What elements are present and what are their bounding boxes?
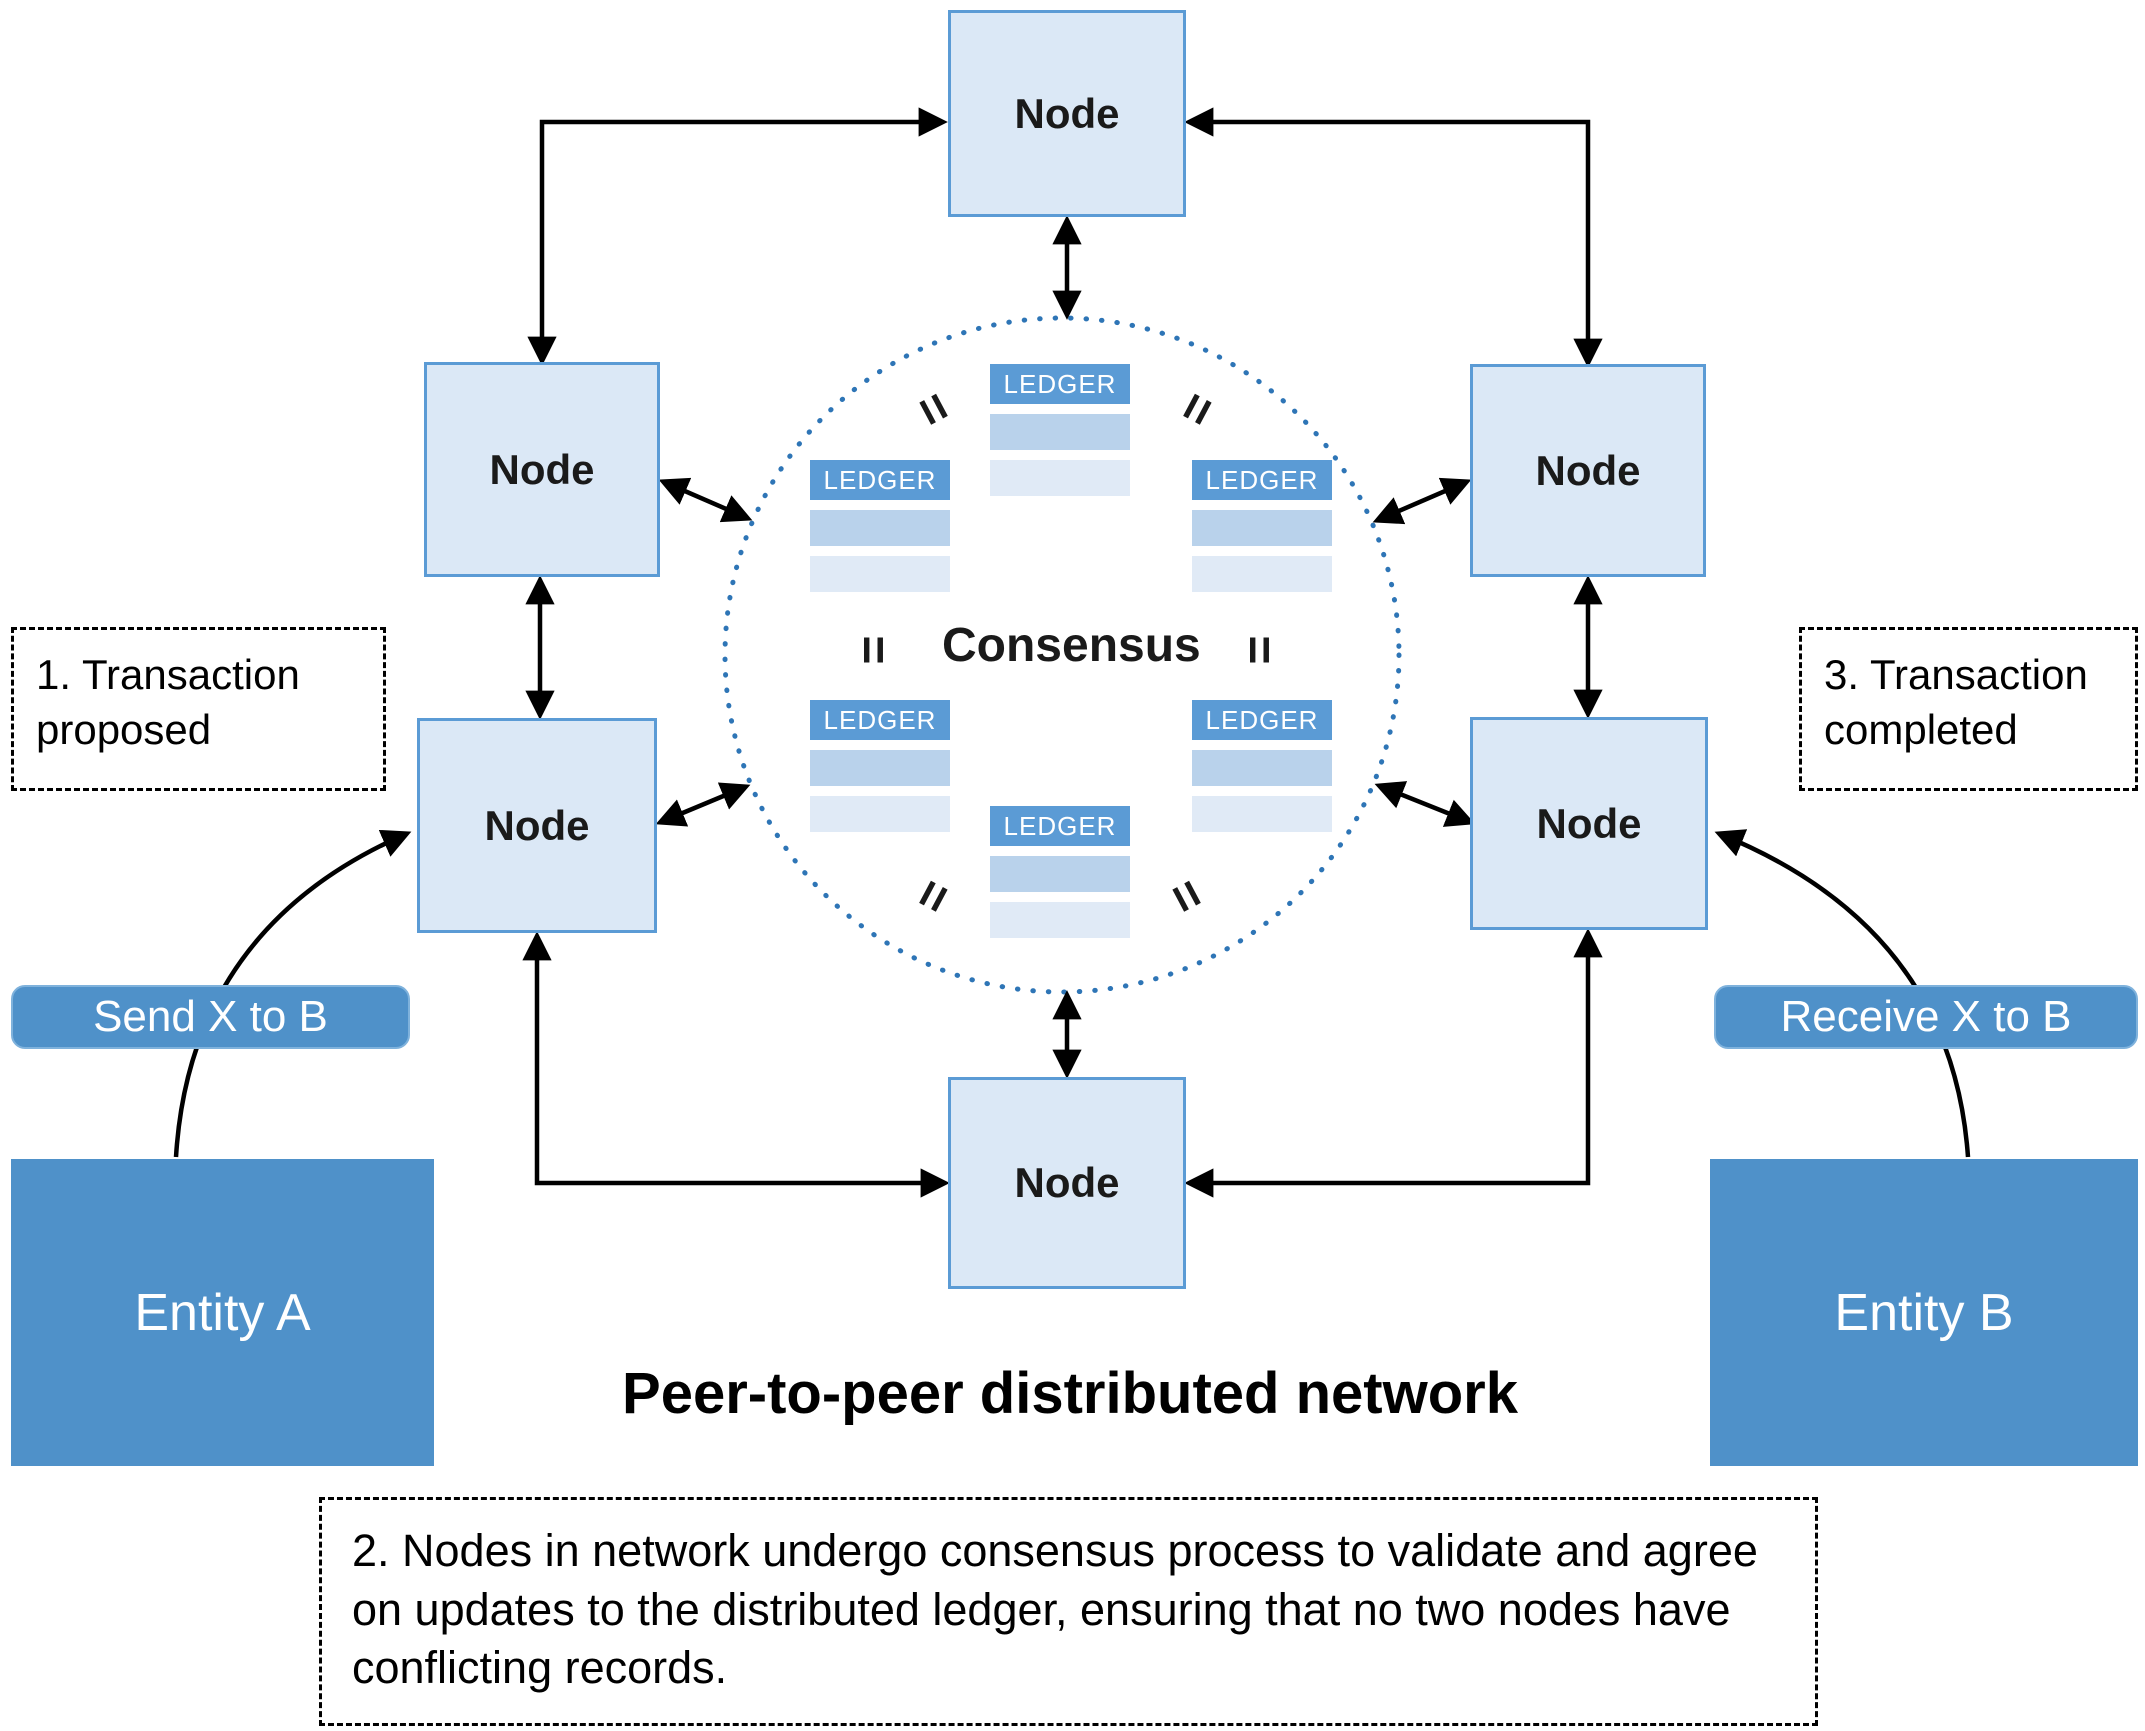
ledger-header: LEDGER — [990, 364, 1130, 404]
node-box-lower-left: Node — [417, 718, 657, 933]
entity-b-label: Entity B — [1834, 1283, 2014, 1342]
consensus-label: Consensus — [942, 619, 1201, 672]
ledger-header: LEDGER — [1192, 460, 1332, 500]
ledger-row — [810, 750, 950, 786]
ledger-header: LEDGER — [810, 700, 950, 740]
ledger-row — [810, 796, 950, 832]
ledger-table-top: LEDGER — [990, 364, 1130, 496]
send-transaction-text: Send X to B — [93, 992, 328, 1041]
equals-sign: = — [1232, 635, 1288, 665]
arrow-lowerright-bottomnode — [1184, 928, 1603, 1198]
ledger-row — [990, 856, 1130, 892]
node-label: Node — [489, 445, 595, 493]
ledger-row — [1192, 510, 1332, 546]
node-label: Node — [484, 801, 590, 849]
ledger-table-bottom: LEDGER — [990, 806, 1130, 938]
arrow-upperleft-circle — [658, 477, 753, 523]
node-box-top: Node — [948, 10, 1186, 217]
ledger-row — [1192, 556, 1332, 592]
arrow-upperleft-topnode — [527, 107, 948, 366]
node-label: Node — [1014, 89, 1120, 137]
arrow-lowerright-circle — [1374, 781, 1476, 827]
node-box-lower-right: Node — [1470, 717, 1708, 930]
arrow-entity-b-to-node — [1714, 829, 1971, 1158]
ledger-header: LEDGER — [810, 460, 950, 500]
node-box-upper-right: Node — [1470, 364, 1706, 577]
ledger-table-lower-left: LEDGER — [810, 700, 950, 832]
diagram-title: Peer-to-peer distributed network — [622, 1361, 1518, 1426]
node-label: Node — [1536, 799, 1642, 847]
ledger-row — [990, 460, 1130, 496]
ledger-row — [990, 414, 1130, 450]
arrow-entity-a-to-node — [173, 829, 412, 1158]
node-label: Node — [1535, 446, 1641, 494]
ledger-header: LEDGER — [990, 806, 1130, 846]
arrow-upperright-topnode — [1184, 107, 1603, 368]
arrow-lowerleft-bottomnode — [522, 931, 950, 1198]
node-box-bottom: Node — [948, 1077, 1186, 1289]
entity-a-label: Entity A — [134, 1283, 311, 1342]
annotation-step3: 3. Transaction completed — [1799, 627, 2138, 791]
node-label: Node — [1014, 1159, 1120, 1206]
entity-b-box: Entity B — [1710, 1159, 2138, 1466]
annotation-step3-text: 3. Transaction completed — [1824, 651, 2088, 753]
ledger-row — [810, 510, 950, 546]
receive-transaction-text: Receive X to B — [1780, 992, 2072, 1041]
entity-a-box: Entity A — [11, 1159, 434, 1466]
ledger-table-upper-left: LEDGER — [810, 460, 950, 592]
ledger-table-upper-right: LEDGER — [1192, 460, 1332, 592]
send-transaction-label: Send X to B — [11, 985, 410, 1049]
receive-transaction-label: Receive X to B — [1714, 985, 2138, 1049]
arrow-upperright-circle — [1372, 477, 1472, 525]
ledger-row — [1192, 796, 1332, 832]
arrow-lowerleft-circle — [655, 782, 751, 827]
ledger-row — [1192, 750, 1332, 786]
annotation-step2-text: 2. Nodes in network undergo consensus pr… — [352, 1525, 1758, 1693]
annotation-step1: 1. Transaction proposed — [11, 627, 386, 791]
ledger-header: LEDGER — [1192, 700, 1332, 740]
node-box-upper-left: Node — [424, 362, 660, 577]
ledger-row — [990, 902, 1130, 938]
ledger-table-lower-right: LEDGER — [1192, 700, 1332, 832]
annotation-step2: 2. Nodes in network undergo consensus pr… — [319, 1497, 1818, 1726]
annotation-step1-text: 1. Transaction proposed — [36, 651, 300, 753]
equals-sign: = — [846, 635, 902, 665]
ledger-row — [810, 556, 950, 592]
